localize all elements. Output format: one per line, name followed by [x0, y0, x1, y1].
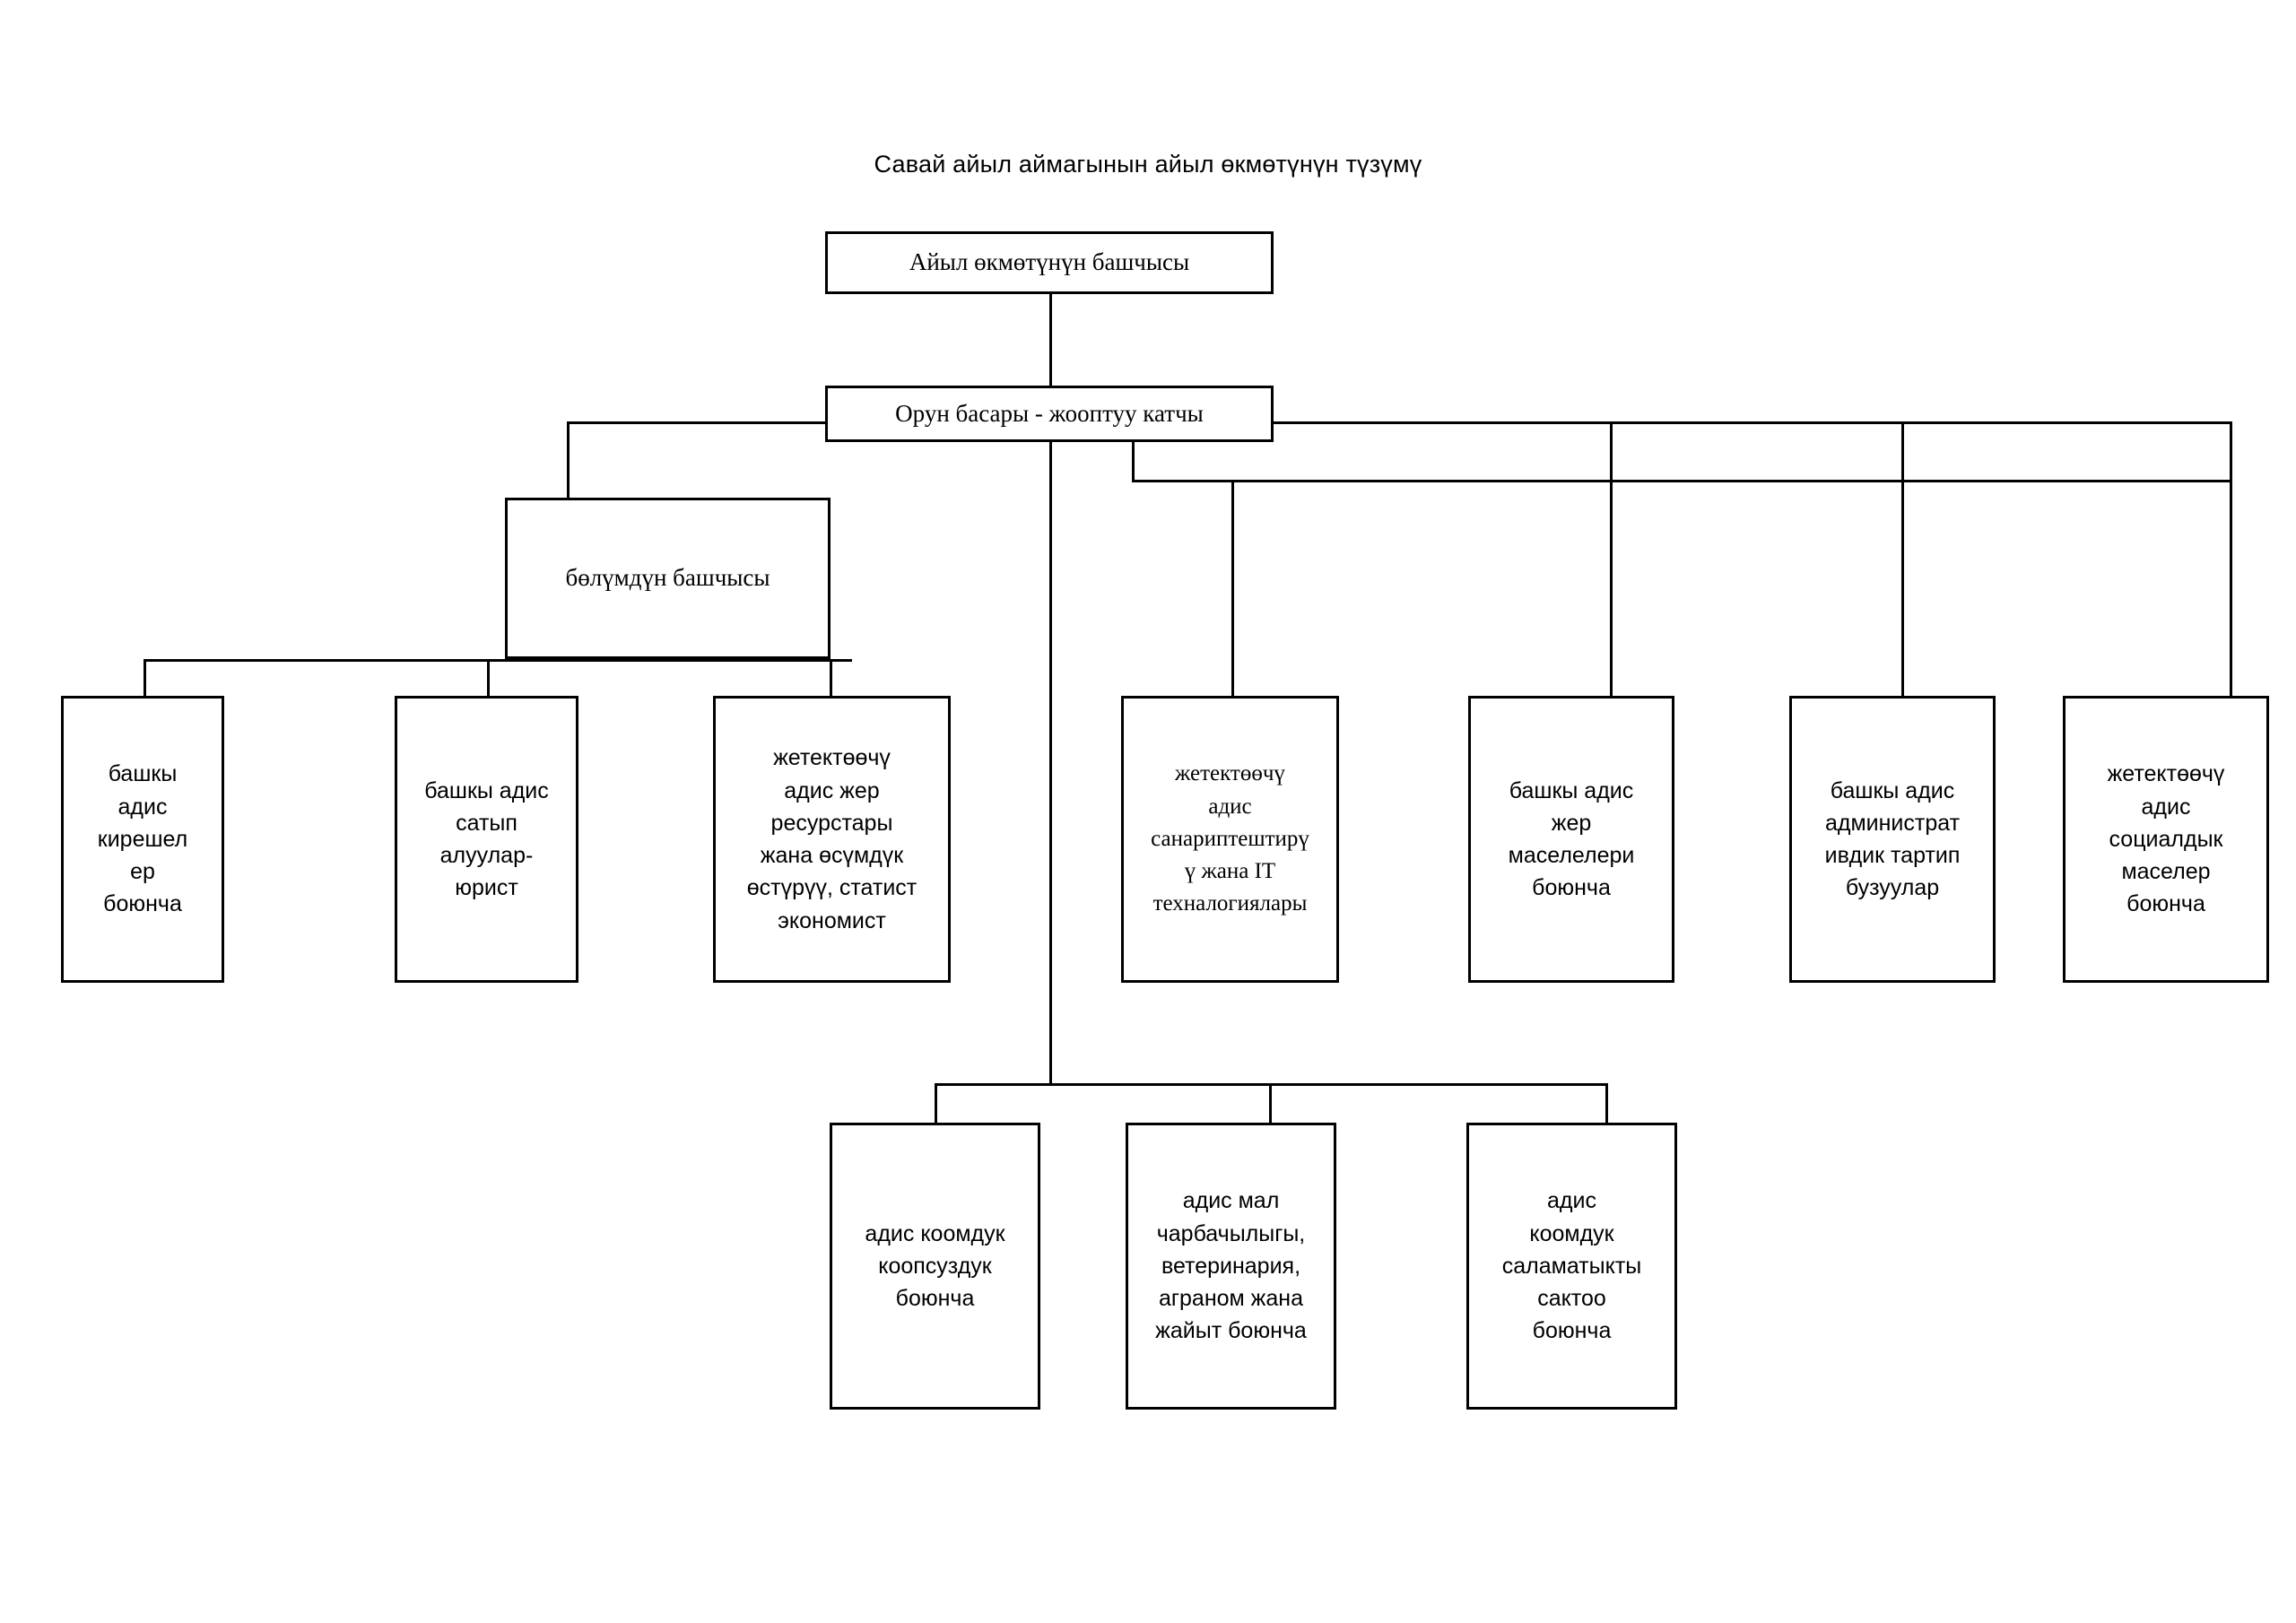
connector-dept-head-bus [144, 659, 852, 662]
connector-deputy-bus-right [1261, 421, 2231, 424]
connector-bus-to-admin [1901, 421, 1904, 698]
node-label: адис мал чарбачылыгы, ветеринария, агран… [1155, 1188, 1307, 1344]
node-deputy-responsible-secretary[interactable]: Орун басары - жооптуу катчы [825, 386, 1274, 442]
node-specialist-public-safety[interactable]: адис коомдук коопсуздук боюнча [830, 1123, 1040, 1410]
connector-dept-head-to-procurement [487, 659, 490, 698]
connector-dept-head-to-land-econ [830, 659, 832, 698]
connector-bus-to-land [1610, 421, 1613, 698]
node-label: башкы адис кирешел ер боюнча [97, 761, 188, 917]
node-label: жетектөөчү адис жер ресурстары жана өсүм… [746, 745, 918, 933]
connector-head-to-deputy [1049, 291, 1052, 390]
node-head-of-local-government[interactable]: Айыл өкмөтүнүн башчысы [825, 231, 1274, 294]
connector-dept-head-to-income [144, 659, 146, 698]
node-label: Орун басары - жооптуу катчы [895, 399, 1204, 427]
node-label: башкы адис сатып алуулар- юрист [424, 777, 549, 901]
node-label: жетектөөчү адис социалдык маселер боюнча [2107, 761, 2225, 917]
node-chief-specialist-administrative-violations[interactable]: башкы адис администрат ивдик тартип бузу… [1789, 696, 1996, 983]
node-label: бөлүмдүн башчысы [565, 564, 770, 592]
connector-deputy-bus-left [567, 421, 839, 424]
connector-deputy-center-spine [1049, 442, 1052, 1086]
node-lead-specialist-social-issues[interactable]: жетектөөчү адис социалдык маселер боюнча [2063, 696, 2269, 983]
node-department-head[interactable]: бөлүмдүн башчысы [505, 498, 831, 659]
node-chief-specialist-land-issues[interactable]: башкы адис жер маселелери боюнча [1468, 696, 1674, 983]
connector-bus-to-social [2230, 421, 2232, 698]
node-label: Айыл өкмөтүнүн башчысы [909, 248, 1190, 276]
node-specialist-public-health[interactable]: адис коомдук саламатыкты сактоо боюнча [1466, 1123, 1677, 1410]
node-label: башкы адис администрат ивдик тартип бузу… [1824, 777, 1961, 901]
node-specialist-livestock-veterinary-agronomy-pasture[interactable]: адис мал чарбачылыгы, ветеринария, агран… [1126, 1123, 1336, 1410]
node-label: башкы адис жер маселелери боюнча [1508, 777, 1635, 901]
page-title: Савай айыл аймагынын айыл өкмөтүнүн түзү… [874, 151, 1422, 178]
node-label: жетектөөчү адис санариптештирү ү жана IT… [1151, 761, 1309, 916]
connector-branch-to-it [1231, 480, 1234, 698]
connector-bus-to-dept-head [567, 421, 570, 500]
node-chief-specialist-procurement-lawyer[interactable]: башкы адис сатып алуулар- юрист [395, 696, 578, 983]
connector-bottom-to-livestock [1269, 1083, 1272, 1123]
node-lead-specialist-land-resources-economist[interactable]: жетектөөчү адис жер ресурстары жана өсүм… [713, 696, 951, 983]
connector-deputy-to-it-branch [1132, 442, 1135, 482]
connector-it-branch-bus [1132, 480, 2231, 482]
node-chief-specialist-income[interactable]: башкы адис кирешел ер боюнча [61, 696, 224, 983]
connector-bottom-to-health [1605, 1083, 1608, 1123]
node-label: адис коомдук саламатыкты сактоо боюнча [1501, 1188, 1642, 1344]
connector-bottom-to-security [935, 1083, 937, 1123]
node-label: адис коомдук коопсуздук боюнча [865, 1220, 1005, 1312]
node-lead-specialist-digitalization-it[interactable]: жетектөөчү адис санариптештирү ү жана IT… [1121, 696, 1339, 983]
